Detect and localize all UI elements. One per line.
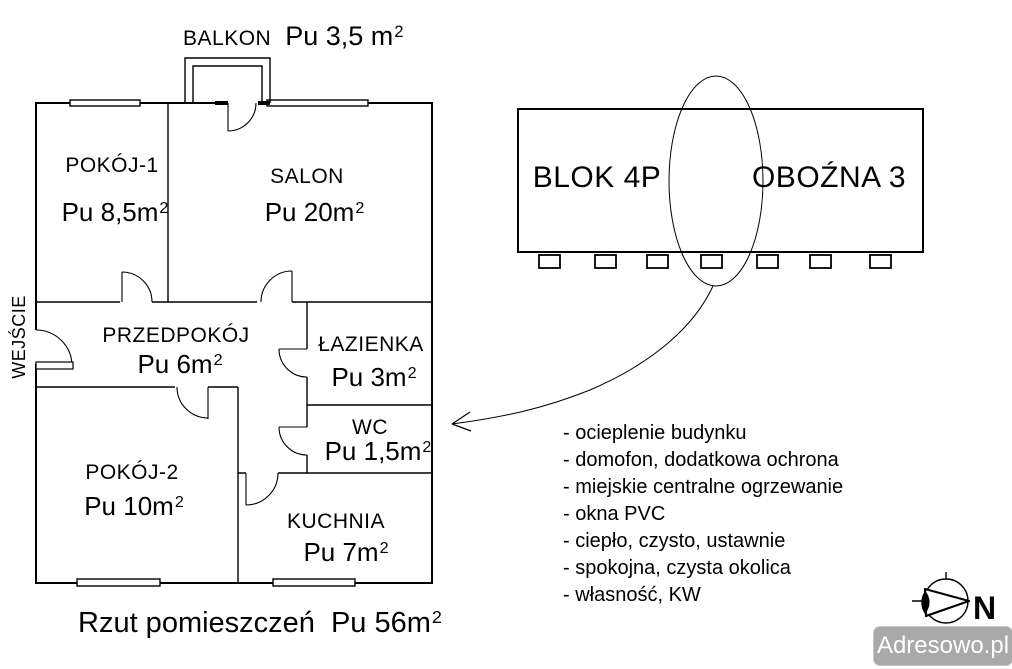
window-salon bbox=[266, 99, 369, 107]
features-list: - ocieplenie budynku - domofon, dodatkow… bbox=[563, 420, 843, 609]
building-name-label: BLOK 4P bbox=[532, 161, 662, 194]
door-entrance-leaf bbox=[35, 361, 74, 370]
balcony-door-jamb-left bbox=[215, 101, 228, 105]
location-highlight-ellipse bbox=[668, 75, 764, 287]
caption-area-sup: 2 bbox=[431, 607, 442, 628]
feature-item: - własność, KW bbox=[563, 584, 701, 606]
entrance-label: WEJŚCIE bbox=[9, 295, 29, 379]
plan-caption: Rzut pomieszczeń Pu 56m2 bbox=[78, 607, 442, 639]
balcony-area: Pu 3,5 m bbox=[285, 21, 394, 51]
room-label-kuchnia: KUCHNIA bbox=[286, 510, 385, 533]
outer-walls bbox=[35, 102, 433, 584]
door-lazienka bbox=[278, 348, 308, 378]
caption-title: Rzut pomieszczeń bbox=[78, 607, 315, 639]
door-swings bbox=[35, 102, 308, 506]
room-area-lazienka: Pu 3m2 bbox=[331, 362, 417, 392]
feature-item: - ocieplenie budynku bbox=[563, 422, 747, 444]
balcony-door-jamb-right bbox=[258, 101, 270, 105]
room-label-pokoj-2: POKÓJ-2 bbox=[85, 461, 179, 484]
door-pokoj2 bbox=[176, 386, 209, 419]
room-area-kuchnia: Pu 7m2 bbox=[303, 537, 389, 567]
door-salon bbox=[260, 270, 293, 303]
compass-icon bbox=[912, 572, 971, 624]
feature-item: - ciepło, czysto, ustawnie bbox=[563, 530, 786, 552]
room-area-pokoj-1: Pu 8,5m2 bbox=[61, 197, 169, 227]
door-kuchnia bbox=[245, 472, 279, 506]
interior-walls bbox=[36, 103, 432, 583]
room-label-pokoj-1: POKÓJ-1 bbox=[65, 154, 159, 177]
room-area-salon: Pu 20m2 bbox=[264, 197, 365, 227]
building-block-outline bbox=[517, 108, 924, 253]
compass-north-label: N bbox=[973, 590, 997, 626]
balcony-area-sup: 2 bbox=[394, 21, 404, 41]
caption-area: Pu 56m bbox=[330, 607, 431, 639]
door-wc bbox=[278, 426, 308, 456]
building-block-entrances bbox=[538, 254, 892, 269]
room-label-lazienka: ŁAZIENKA bbox=[318, 333, 424, 356]
feature-item: - spokojna, czysta okolica bbox=[563, 557, 791, 579]
room-label-przedpokoj: PRZEDPOKÓJ bbox=[102, 324, 250, 347]
feature-item: - domofon, dodatkowa ochrona bbox=[563, 449, 839, 471]
window-kuchnia bbox=[272, 578, 356, 587]
room-area-przedpokoj: Pu 6m2 bbox=[137, 349, 223, 379]
window-pokoj1 bbox=[69, 99, 141, 107]
room-area-pokoj-2: Pu 10m2 bbox=[84, 491, 184, 521]
room-label-wc: WC bbox=[352, 416, 388, 439]
balcony-railing bbox=[184, 57, 271, 103]
room-area-wc: Pu 1,5m2 bbox=[324, 436, 432, 466]
room-label-salon: SALON bbox=[270, 165, 344, 188]
door-pokoj1 bbox=[121, 271, 153, 303]
door-entrance-arc bbox=[35, 329, 73, 367]
pointer-arrowhead bbox=[451, 411, 472, 432]
door-balcony bbox=[227, 102, 257, 132]
windows bbox=[69, 99, 369, 587]
feature-item: - okna PVC bbox=[563, 503, 666, 525]
pointer-arrow-curve bbox=[451, 285, 714, 425]
feature-item: - miejskie centralne ogrzewanie bbox=[563, 476, 844, 498]
adresowo-watermark: Adresowo.pl bbox=[873, 626, 1012, 666]
window-pokoj2 bbox=[76, 578, 161, 587]
balcony-title: BALKON Pu 3,5 m2 bbox=[183, 23, 404, 50]
building-street-label: OBOŹNA 3 bbox=[751, 161, 907, 194]
balcony-name: BALKON bbox=[183, 27, 272, 50]
